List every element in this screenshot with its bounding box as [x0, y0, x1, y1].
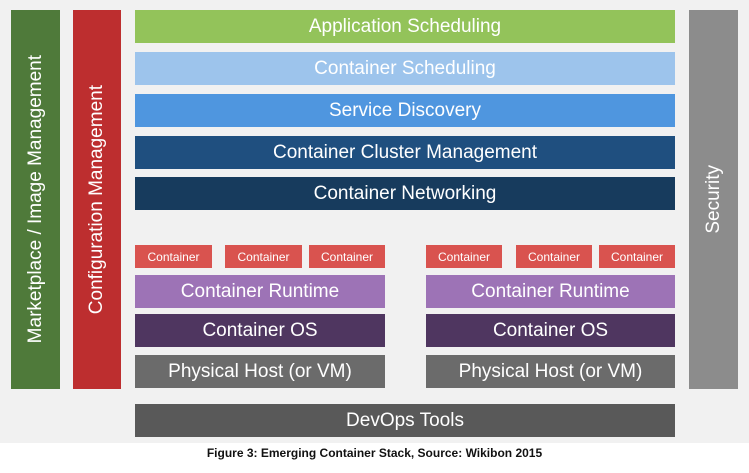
container-box: Container — [309, 245, 385, 268]
container-box: Container — [516, 245, 592, 268]
container-runtime-label: Container Runtime — [180, 280, 340, 302]
service-discovery-label: Service Discovery — [328, 99, 482, 121]
container-os-layer: Container OS — [426, 314, 675, 347]
container-label: Container — [437, 249, 491, 264]
container-runtime-layer: Container Runtime — [135, 275, 385, 308]
container-label: Container — [527, 249, 581, 264]
container-os-label: Container OS — [202, 319, 318, 341]
marketplace-label: Marketplace / Image Management — [24, 55, 46, 344]
container-networking-layer: Container Networking — [135, 177, 675, 210]
security-bar: Security — [689, 10, 738, 389]
service-discovery-layer: Service Discovery — [135, 94, 675, 127]
container-box: Container — [426, 245, 502, 268]
devops-tools-label: DevOps Tools — [346, 409, 464, 431]
cluster-management-label: Container Cluster Management — [272, 141, 538, 163]
cluster-management-layer: Container Cluster Management — [135, 136, 675, 169]
figure-caption: Figure 3: Emerging Container Stack, Sour… — [206, 446, 543, 460]
container-scheduling-label: Container Scheduling — [314, 57, 496, 79]
physical-host-label: Physical Host (or VM) — [458, 360, 643, 382]
application-scheduling-label: Application Scheduling — [308, 15, 502, 37]
marketplace-image-management-bar: Marketplace / Image Management — [11, 10, 60, 389]
container-runtime-layer: Container Runtime — [426, 275, 675, 308]
container-box: Container — [225, 245, 302, 268]
container-os-layer: Container OS — [135, 314, 385, 347]
container-label: Container — [320, 249, 374, 264]
devops-tools-layer: DevOps Tools — [135, 404, 675, 437]
container-box: Container — [135, 245, 212, 268]
container-label: Container — [237, 249, 290, 264]
physical-host-label: Physical Host (or VM) — [168, 360, 352, 382]
container-networking-label: Container Networking — [313, 182, 497, 204]
container-scheduling-layer: Container Scheduling — [135, 52, 675, 85]
container-runtime-label: Container Runtime — [471, 280, 630, 302]
physical-host-layer: Physical Host (or VM) — [426, 355, 675, 388]
configuration-management-bar: Configuration Management — [73, 10, 121, 389]
security-label: Security — [702, 165, 724, 234]
container-label: Container — [147, 249, 200, 264]
container-label: Container — [610, 249, 664, 264]
configuration-label: Configuration Management — [86, 84, 107, 315]
physical-host-layer: Physical Host (or VM) — [135, 355, 385, 388]
container-box: Container — [599, 245, 675, 268]
application-scheduling-layer: Application Scheduling — [135, 10, 675, 43]
container-os-label: Container OS — [492, 319, 609, 341]
